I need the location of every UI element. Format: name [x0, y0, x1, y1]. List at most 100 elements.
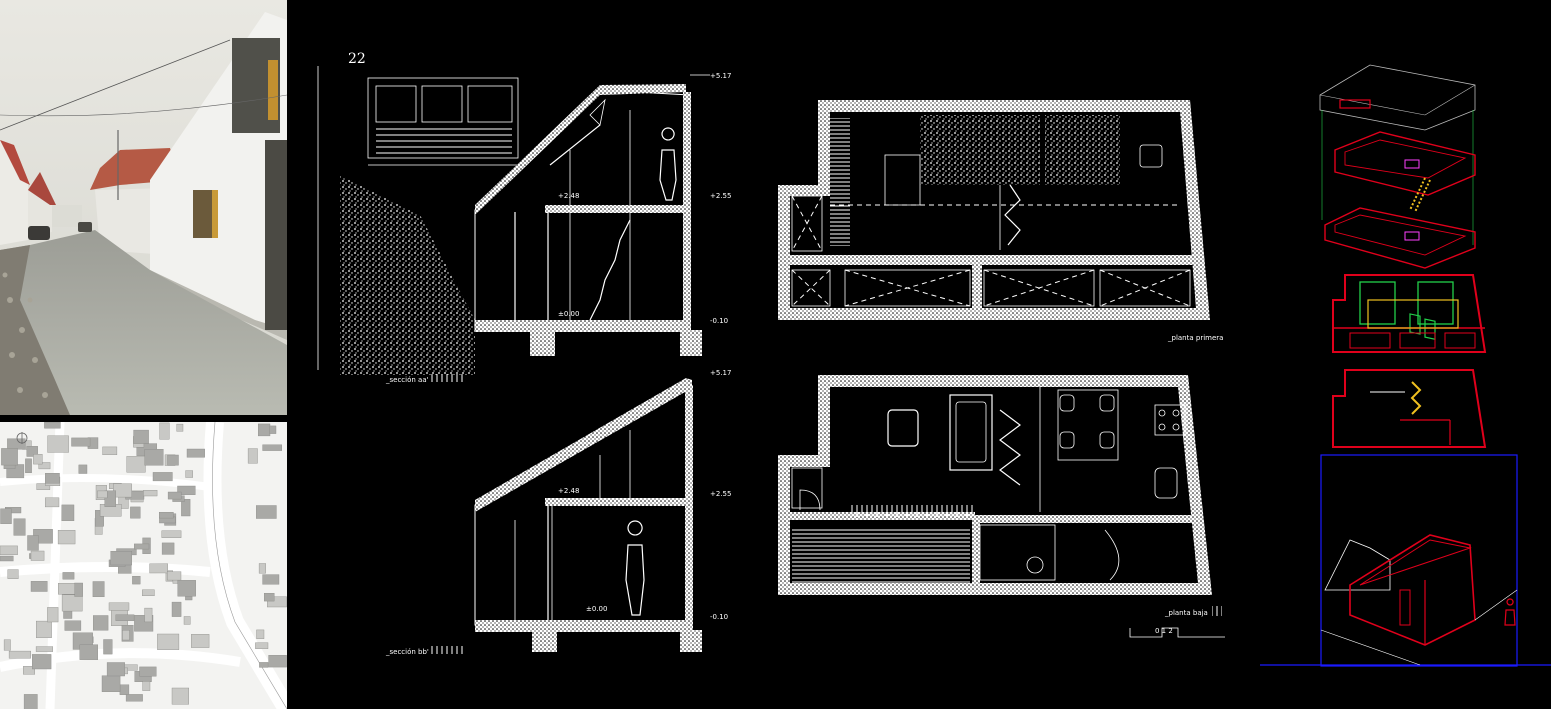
site-block	[45, 473, 60, 484]
site-block	[142, 589, 155, 597]
site-block	[61, 504, 75, 522]
axonometric-stack	[1260, 64, 1551, 667]
section-bb: +5.17 +2.55 +2.48 ±0.00 -0.10 _sección b…	[385, 369, 731, 656]
site-block	[33, 454, 43, 465]
site-block	[97, 490, 108, 499]
site-block	[256, 505, 277, 519]
site-block	[106, 662, 125, 677]
site-block	[176, 423, 184, 432]
site-block	[25, 458, 32, 473]
section-aa: 22	[317, 51, 731, 384]
perspective-view	[1260, 454, 1551, 667]
site-plan	[0, 422, 287, 709]
site-block	[92, 615, 109, 631]
site-block	[74, 582, 83, 597]
site-block	[130, 506, 141, 519]
site-block	[122, 629, 130, 641]
site-block	[247, 448, 258, 464]
site-block	[78, 464, 88, 474]
site-block	[264, 592, 275, 602]
site-block	[8, 650, 31, 659]
site-block	[27, 535, 39, 551]
site-block	[36, 483, 51, 490]
architectural-drawings: 22	[300, 0, 1551, 709]
site-block	[61, 594, 83, 612]
label-plan-ground: _planta baja	[1164, 609, 1208, 617]
scale-bar-label: 0 1 2	[1155, 627, 1173, 635]
site-block	[62, 572, 75, 580]
site-block	[167, 454, 179, 466]
site-block	[102, 446, 118, 455]
site-block	[133, 543, 150, 550]
site-block	[167, 491, 182, 500]
site-block	[36, 620, 52, 638]
site-block	[171, 687, 189, 705]
site-block	[57, 529, 76, 545]
site-block	[259, 662, 269, 668]
site-block	[152, 472, 173, 482]
diagram-ground-plan	[1332, 369, 1487, 448]
site-block	[126, 456, 146, 473]
site-block	[144, 449, 164, 466]
label-section-b: _sección bb'	[385, 648, 429, 656]
site-block	[267, 596, 287, 608]
site-block	[13, 518, 26, 536]
site-block	[103, 639, 113, 655]
site-block	[115, 614, 135, 621]
site-block	[262, 574, 280, 585]
site-block	[0, 508, 12, 524]
site-block	[108, 602, 130, 611]
site-block	[0, 555, 14, 562]
site-block	[94, 510, 104, 527]
site-block	[191, 634, 210, 648]
street-photo	[0, 0, 287, 415]
site-block	[186, 448, 205, 458]
site-block	[35, 646, 53, 652]
site-block	[158, 511, 174, 519]
site-block	[7, 438, 26, 450]
label-section-a: _sección aa'	[385, 376, 429, 384]
site-block	[181, 498, 191, 517]
site-block	[256, 629, 265, 639]
site-block	[183, 616, 191, 625]
site-block	[171, 601, 182, 617]
site-block	[269, 425, 277, 434]
site-block	[0, 545, 18, 555]
site-block	[132, 575, 141, 585]
level-floor-b: ±0.00	[586, 605, 607, 613]
site-block	[3, 639, 11, 651]
site-block	[142, 681, 151, 691]
site-block	[64, 620, 82, 631]
label-plan-upper: _planta primera	[1167, 334, 1223, 342]
site-block	[185, 470, 193, 478]
site-block	[177, 580, 196, 597]
site-block	[47, 607, 59, 623]
site-block	[79, 644, 99, 660]
site-block	[255, 642, 269, 649]
site-block	[166, 571, 182, 581]
site-block	[157, 633, 180, 650]
level-top-b: +5.17	[710, 369, 731, 377]
site-block	[159, 422, 170, 440]
site-block	[110, 550, 132, 566]
level-mid-left-a: +2.48	[558, 192, 579, 200]
site-block	[58, 583, 76, 595]
site-block	[161, 530, 182, 538]
axon-upper-floor	[1334, 131, 1476, 213]
level-top-a: +5.17	[710, 72, 731, 80]
site-block	[38, 462, 51, 470]
site-block	[112, 483, 132, 498]
site-block	[30, 581, 48, 592]
site-block	[44, 422, 61, 429]
level-floor-a: ±0.00	[558, 310, 579, 318]
site-block	[104, 490, 117, 507]
site-block	[262, 444, 283, 451]
site-block	[139, 666, 157, 677]
site-block	[23, 666, 35, 675]
site-block	[92, 581, 105, 598]
site-block	[71, 437, 91, 447]
site-block	[149, 563, 169, 574]
plan-upper-floor: _planta primera	[778, 100, 1223, 342]
site-block	[1, 448, 18, 466]
level-ground-a: -0.10	[710, 317, 728, 325]
